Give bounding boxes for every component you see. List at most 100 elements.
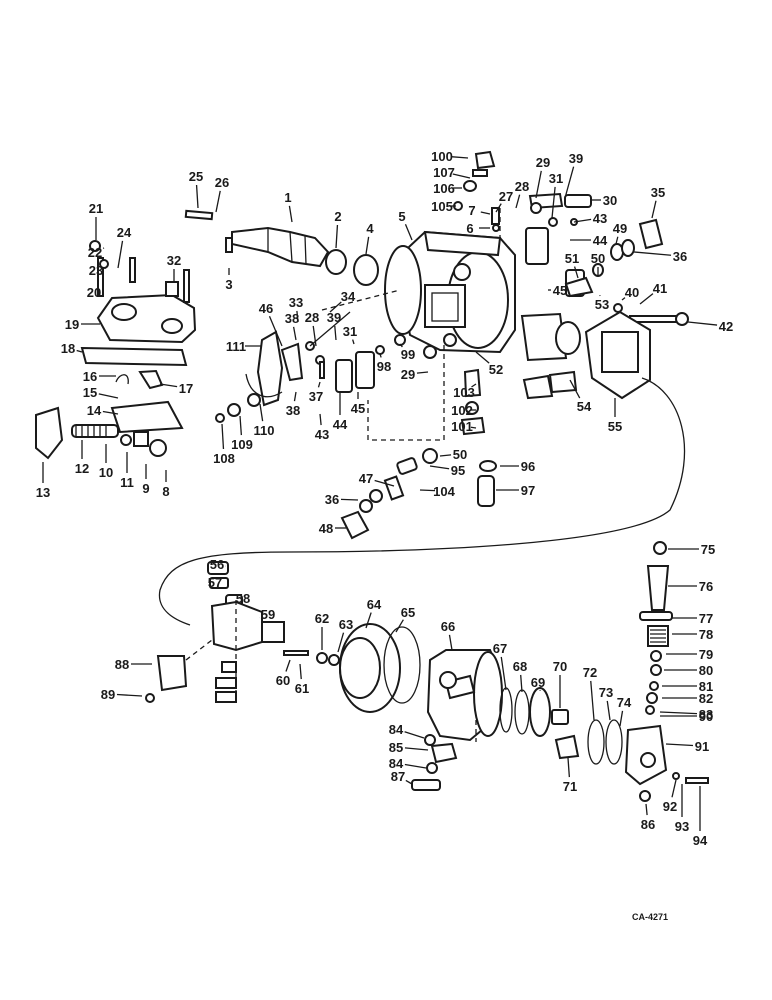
callout-number: 84	[389, 722, 404, 737]
leader-line	[102, 410, 119, 415]
leader-line	[639, 293, 654, 305]
leader-line	[495, 203, 502, 213]
callout-number: 36	[673, 249, 687, 264]
leader-line	[619, 710, 624, 727]
leader-line	[439, 454, 452, 457]
callout-number: 58	[236, 591, 250, 606]
callout-number: 111	[226, 339, 246, 354]
callout-number: 76	[699, 579, 713, 594]
callout-number: 67	[493, 641, 507, 656]
callout-number: 70	[553, 659, 567, 674]
callout-number: 31	[549, 171, 563, 186]
leader-line	[405, 779, 413, 785]
callout-number: 29	[536, 155, 550, 170]
leader-line	[296, 310, 299, 323]
rotor-assembly	[145, 561, 340, 703]
leader-line	[404, 747, 429, 751]
callout-number: 103	[453, 385, 475, 400]
pump-body-lower	[426, 649, 503, 742]
leader-line	[429, 465, 450, 470]
callout-number: 46	[259, 301, 273, 316]
callout-number: 68	[513, 659, 527, 674]
governor-cover	[80, 240, 197, 367]
callout-number: 60	[276, 673, 290, 688]
leader-line	[480, 211, 491, 215]
callout-number: 65	[401, 605, 415, 620]
leader-line	[337, 632, 345, 653]
callout-number: 54	[577, 399, 592, 414]
leader-line	[317, 381, 321, 388]
leader-line	[334, 325, 337, 341]
leader-line	[567, 757, 571, 778]
callout-number: 43	[315, 427, 329, 442]
leader-line	[687, 321, 718, 326]
leader-line	[365, 236, 370, 255]
callout-number: 59	[261, 607, 275, 622]
callout-number: 1	[284, 190, 291, 205]
callout-number: 86	[641, 817, 655, 832]
leader-line	[159, 383, 178, 388]
callout-number: 93	[675, 819, 689, 834]
callout-number: 30	[603, 193, 617, 208]
callout-number: 44	[333, 417, 348, 432]
callout-number: 37	[309, 389, 323, 404]
callout-number: 38	[286, 403, 300, 418]
leader-line	[471, 383, 477, 388]
callout-number: 11	[120, 475, 134, 490]
callout-number: 53	[595, 297, 609, 312]
leader-line	[98, 393, 119, 399]
cam-ring	[339, 623, 421, 713]
callout-number: 66	[441, 619, 455, 634]
callout-number: 108	[213, 451, 235, 466]
outlet-valve-stack	[624, 541, 709, 802]
callout-number: 7	[468, 203, 475, 218]
callout-number: 9	[142, 481, 149, 496]
callout-number: 19	[65, 317, 79, 332]
callout-number: 55	[608, 419, 622, 434]
callout-number: 47	[359, 471, 373, 486]
assembly-connector-line	[158, 377, 686, 626]
callout-number: 84	[389, 756, 404, 771]
callout-number: 41	[653, 281, 667, 296]
leader-line	[500, 656, 507, 691]
callout-number: 44	[593, 233, 608, 248]
callout-number: 110	[254, 423, 275, 438]
callout-number: 71	[563, 779, 577, 794]
leader-line	[671, 779, 677, 798]
leader-line	[215, 190, 221, 213]
callout-number: 23	[89, 263, 103, 278]
callout-number: 106	[433, 181, 455, 196]
callout-number: 97	[521, 483, 535, 498]
leader-line	[374, 479, 395, 487]
callout-number: 61	[295, 681, 309, 696]
leader-line	[535, 170, 542, 199]
callout-number: 31	[343, 324, 357, 339]
dashed-guides-upper	[321, 205, 501, 441]
callout-number: 43	[593, 211, 607, 226]
leader-line	[395, 619, 404, 633]
leader-line	[239, 415, 243, 436]
callout-number: 101	[451, 419, 473, 434]
callout-number: 2	[334, 209, 341, 224]
throttle-lever	[215, 311, 351, 423]
callout-number: 50	[453, 447, 467, 462]
callout-number: 36	[325, 492, 339, 507]
governor-linkage	[35, 369, 184, 460]
pump-housing	[384, 230, 516, 354]
callout-number: 3	[225, 277, 232, 292]
callout-number: 94	[693, 833, 708, 848]
leader-line	[404, 731, 425, 739]
callout-number: 28	[515, 179, 529, 194]
leader-line	[379, 353, 382, 358]
callout-number: 64	[367, 597, 382, 612]
callout-number: 10	[99, 465, 113, 480]
callout-number: 92	[663, 799, 677, 814]
leader-line	[564, 166, 575, 199]
leader-line	[651, 200, 657, 219]
callout-number: 90	[699, 709, 713, 724]
callout-number: 56	[210, 557, 224, 572]
callout-number: 87	[391, 769, 405, 784]
callout-number: 75	[701, 542, 715, 557]
leader-line	[551, 186, 556, 219]
leader-line	[515, 194, 521, 209]
